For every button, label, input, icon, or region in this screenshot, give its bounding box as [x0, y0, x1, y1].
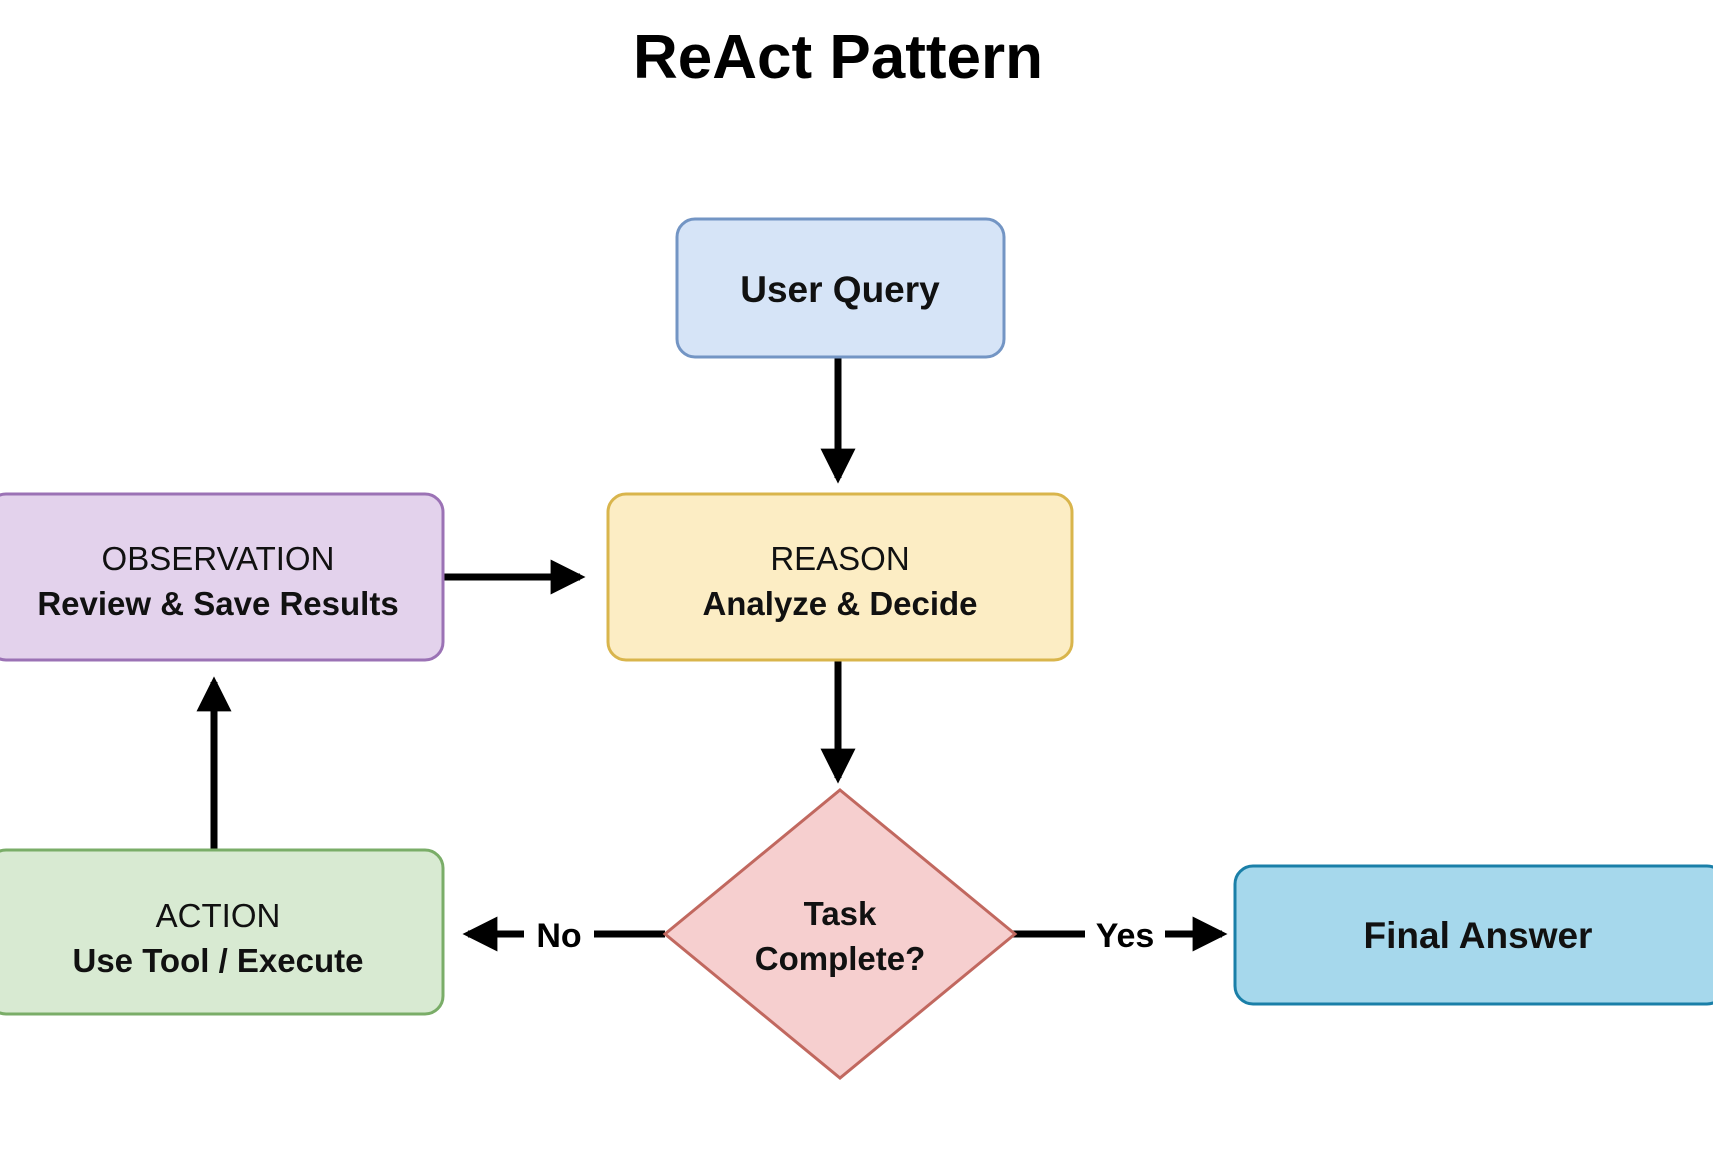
node-reason-shape[interactable] [606, 492, 1074, 662]
node-final-answer[interactable]: Final Answer [1233, 864, 1713, 1006]
edge-label-backdrop [524, 912, 594, 956]
node-reason-line1: REASON [770, 540, 909, 577]
node-user-query[interactable]: User Query [675, 217, 1006, 359]
node-final-answer-label: Final Answer [1364, 915, 1593, 956]
node-observation-line2: Review & Save Results [37, 585, 398, 622]
node-action[interactable]: ACTION Use Tool / Execute [0, 848, 445, 1016]
node-reason[interactable]: REASON Analyze & Decide [606, 492, 1074, 662]
node-action-shape[interactable] [0, 848, 445, 1016]
node-decision[interactable]: Task Complete? [662, 788, 1018, 1080]
node-reason-line2: Analyze & Decide [702, 585, 977, 622]
node-user-query-shape[interactable] [675, 217, 1006, 359]
node-decision-shape[interactable] [662, 788, 1018, 1080]
node-observation-line1: OBSERVATION [102, 540, 335, 577]
edge-label-yes: Yes [1096, 917, 1155, 955]
edge-decision-to-action: No [462, 912, 665, 956]
page-title: ReAct Pattern [633, 23, 1043, 92]
node-decision-line2: Complete? [755, 940, 926, 977]
node-action-line2: Use Tool / Execute [73, 942, 364, 979]
node-observation[interactable]: OBSERVATION Review & Save Results [0, 492, 445, 662]
edge-label-no: No [536, 917, 581, 955]
node-action-line1: ACTION [156, 897, 281, 934]
node-decision-line1: Task [804, 895, 877, 932]
edge-decision-to-final-answer: Yes [1012, 912, 1228, 956]
node-observation-shape[interactable] [0, 492, 445, 662]
edge-label-backdrop [1085, 912, 1165, 956]
node-final-answer-shape[interactable] [1233, 864, 1713, 1006]
node-user-query-label: User Query [740, 269, 940, 310]
